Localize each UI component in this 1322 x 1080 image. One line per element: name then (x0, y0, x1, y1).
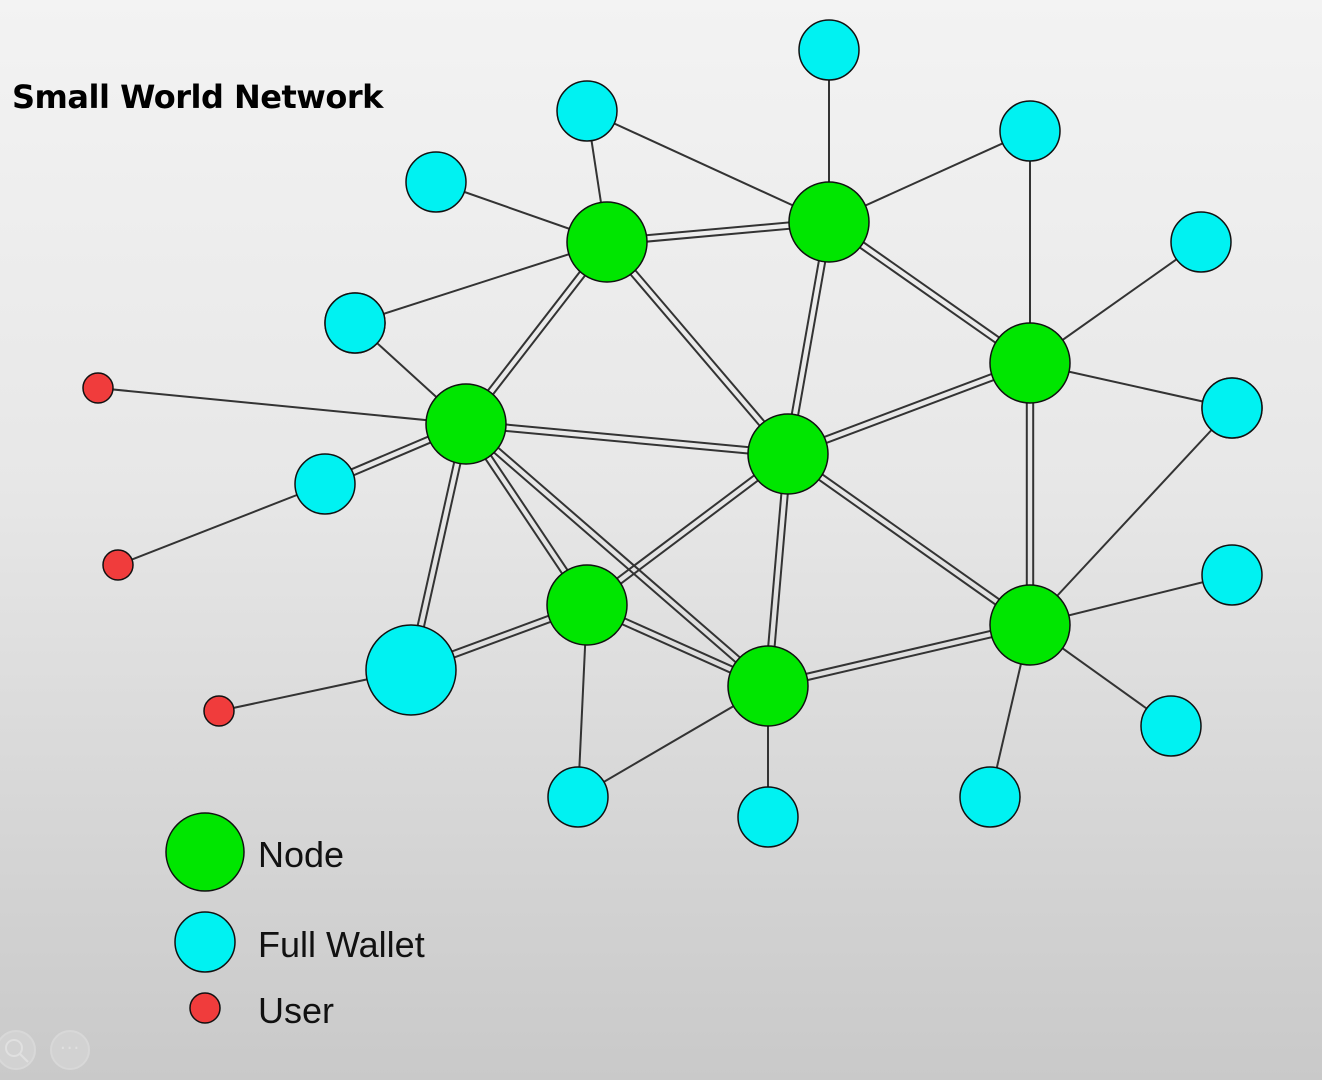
node-n2 (788, 181, 870, 263)
edge-n7-n8-a (768, 627, 1031, 691)
edge-n5-n6-b (588, 455, 791, 609)
edge-n5-n6 (584, 450, 791, 609)
edge-n5-n8-b (789, 450, 1033, 624)
full-wallet-w4 (999, 100, 1061, 162)
legend-wallet-swatch (174, 911, 236, 973)
edge-n4-n5-a (465, 426, 788, 459)
edge-n7-n8 (767, 620, 1031, 691)
edge-n1-n5 (603, 239, 792, 457)
full-wallet-w8 (324, 292, 386, 354)
node-n4 (425, 383, 507, 465)
edge-n2-w1 (586, 110, 830, 223)
user-u3 (203, 695, 235, 727)
full-wallet-w14 (1201, 544, 1263, 606)
edge-n3-n8 (1025, 363, 1035, 625)
legend-node-label: Node (258, 834, 345, 875)
edge-n2-n3-b (830, 218, 1033, 362)
edge-n1-w3 (354, 241, 608, 324)
edge-n2-n3-a (826, 223, 1029, 367)
full-wallet-w5 (405, 151, 467, 213)
diagram-title: Small World Network (12, 78, 383, 116)
edge-n5-n8 (785, 450, 1033, 629)
node-n6 (546, 564, 628, 646)
full-wallet-w16 (1140, 695, 1202, 757)
legend-full-wallet-label: Full Wallet (258, 924, 425, 965)
edge-n5-n8-a (785, 455, 1029, 629)
nodes-layer (82, 19, 1263, 848)
edge-n5-n6-a (584, 450, 787, 604)
edge-w9-u2 (117, 483, 326, 566)
edge-n4-n5-b (466, 419, 789, 452)
ellipsis-icon: ··· (60, 1038, 81, 1059)
full-wallet-w9 (294, 453, 356, 515)
edges-layer (97, 50, 1233, 817)
node-n8 (989, 584, 1071, 666)
full-wallet-w1 (556, 80, 618, 142)
edge-n3-n5 (786, 359, 1032, 458)
edge-n1-n5-b (608, 239, 792, 453)
edge-n4-n7-a (463, 425, 767, 690)
zoom-button[interactable] (0, 1030, 36, 1070)
full-wallet-w2 (798, 19, 860, 81)
edge-n4-n7-b (467, 420, 771, 685)
edge-n4-n7 (463, 420, 771, 690)
legend (165, 812, 245, 1024)
node-n1 (566, 201, 648, 283)
legend-node-swatch (165, 812, 245, 892)
edge-n2-n3 (826, 218, 1033, 367)
edge-n3-n5-b (788, 365, 1032, 458)
edge-n1-n5-a (603, 243, 787, 457)
full-wallet-w11 (1201, 377, 1263, 439)
node-n5 (747, 413, 829, 495)
edge-n7-n8-b (767, 620, 1030, 684)
edge-n3-n5-a (786, 359, 1030, 452)
node-n7 (727, 645, 809, 727)
more-button[interactable]: ··· (50, 1030, 90, 1070)
magnifier-icon (5, 1039, 29, 1063)
user-u1 (82, 372, 114, 404)
full-wallet-w6 (1170, 211, 1232, 273)
edge-n4-u1 (97, 387, 467, 425)
node-n3 (989, 322, 1071, 404)
full-wallet-w10 (365, 624, 457, 716)
legend-user-label: User (258, 990, 335, 1031)
legend-user-swatch (189, 992, 221, 1024)
user-u2 (102, 549, 134, 581)
full-wallet-w12 (547, 766, 609, 828)
full-wallet-w13 (737, 786, 799, 848)
full-wallet-w15 (959, 766, 1021, 828)
edge-n8-w11 (1029, 407, 1233, 626)
edge-n4-n5 (465, 419, 789, 459)
